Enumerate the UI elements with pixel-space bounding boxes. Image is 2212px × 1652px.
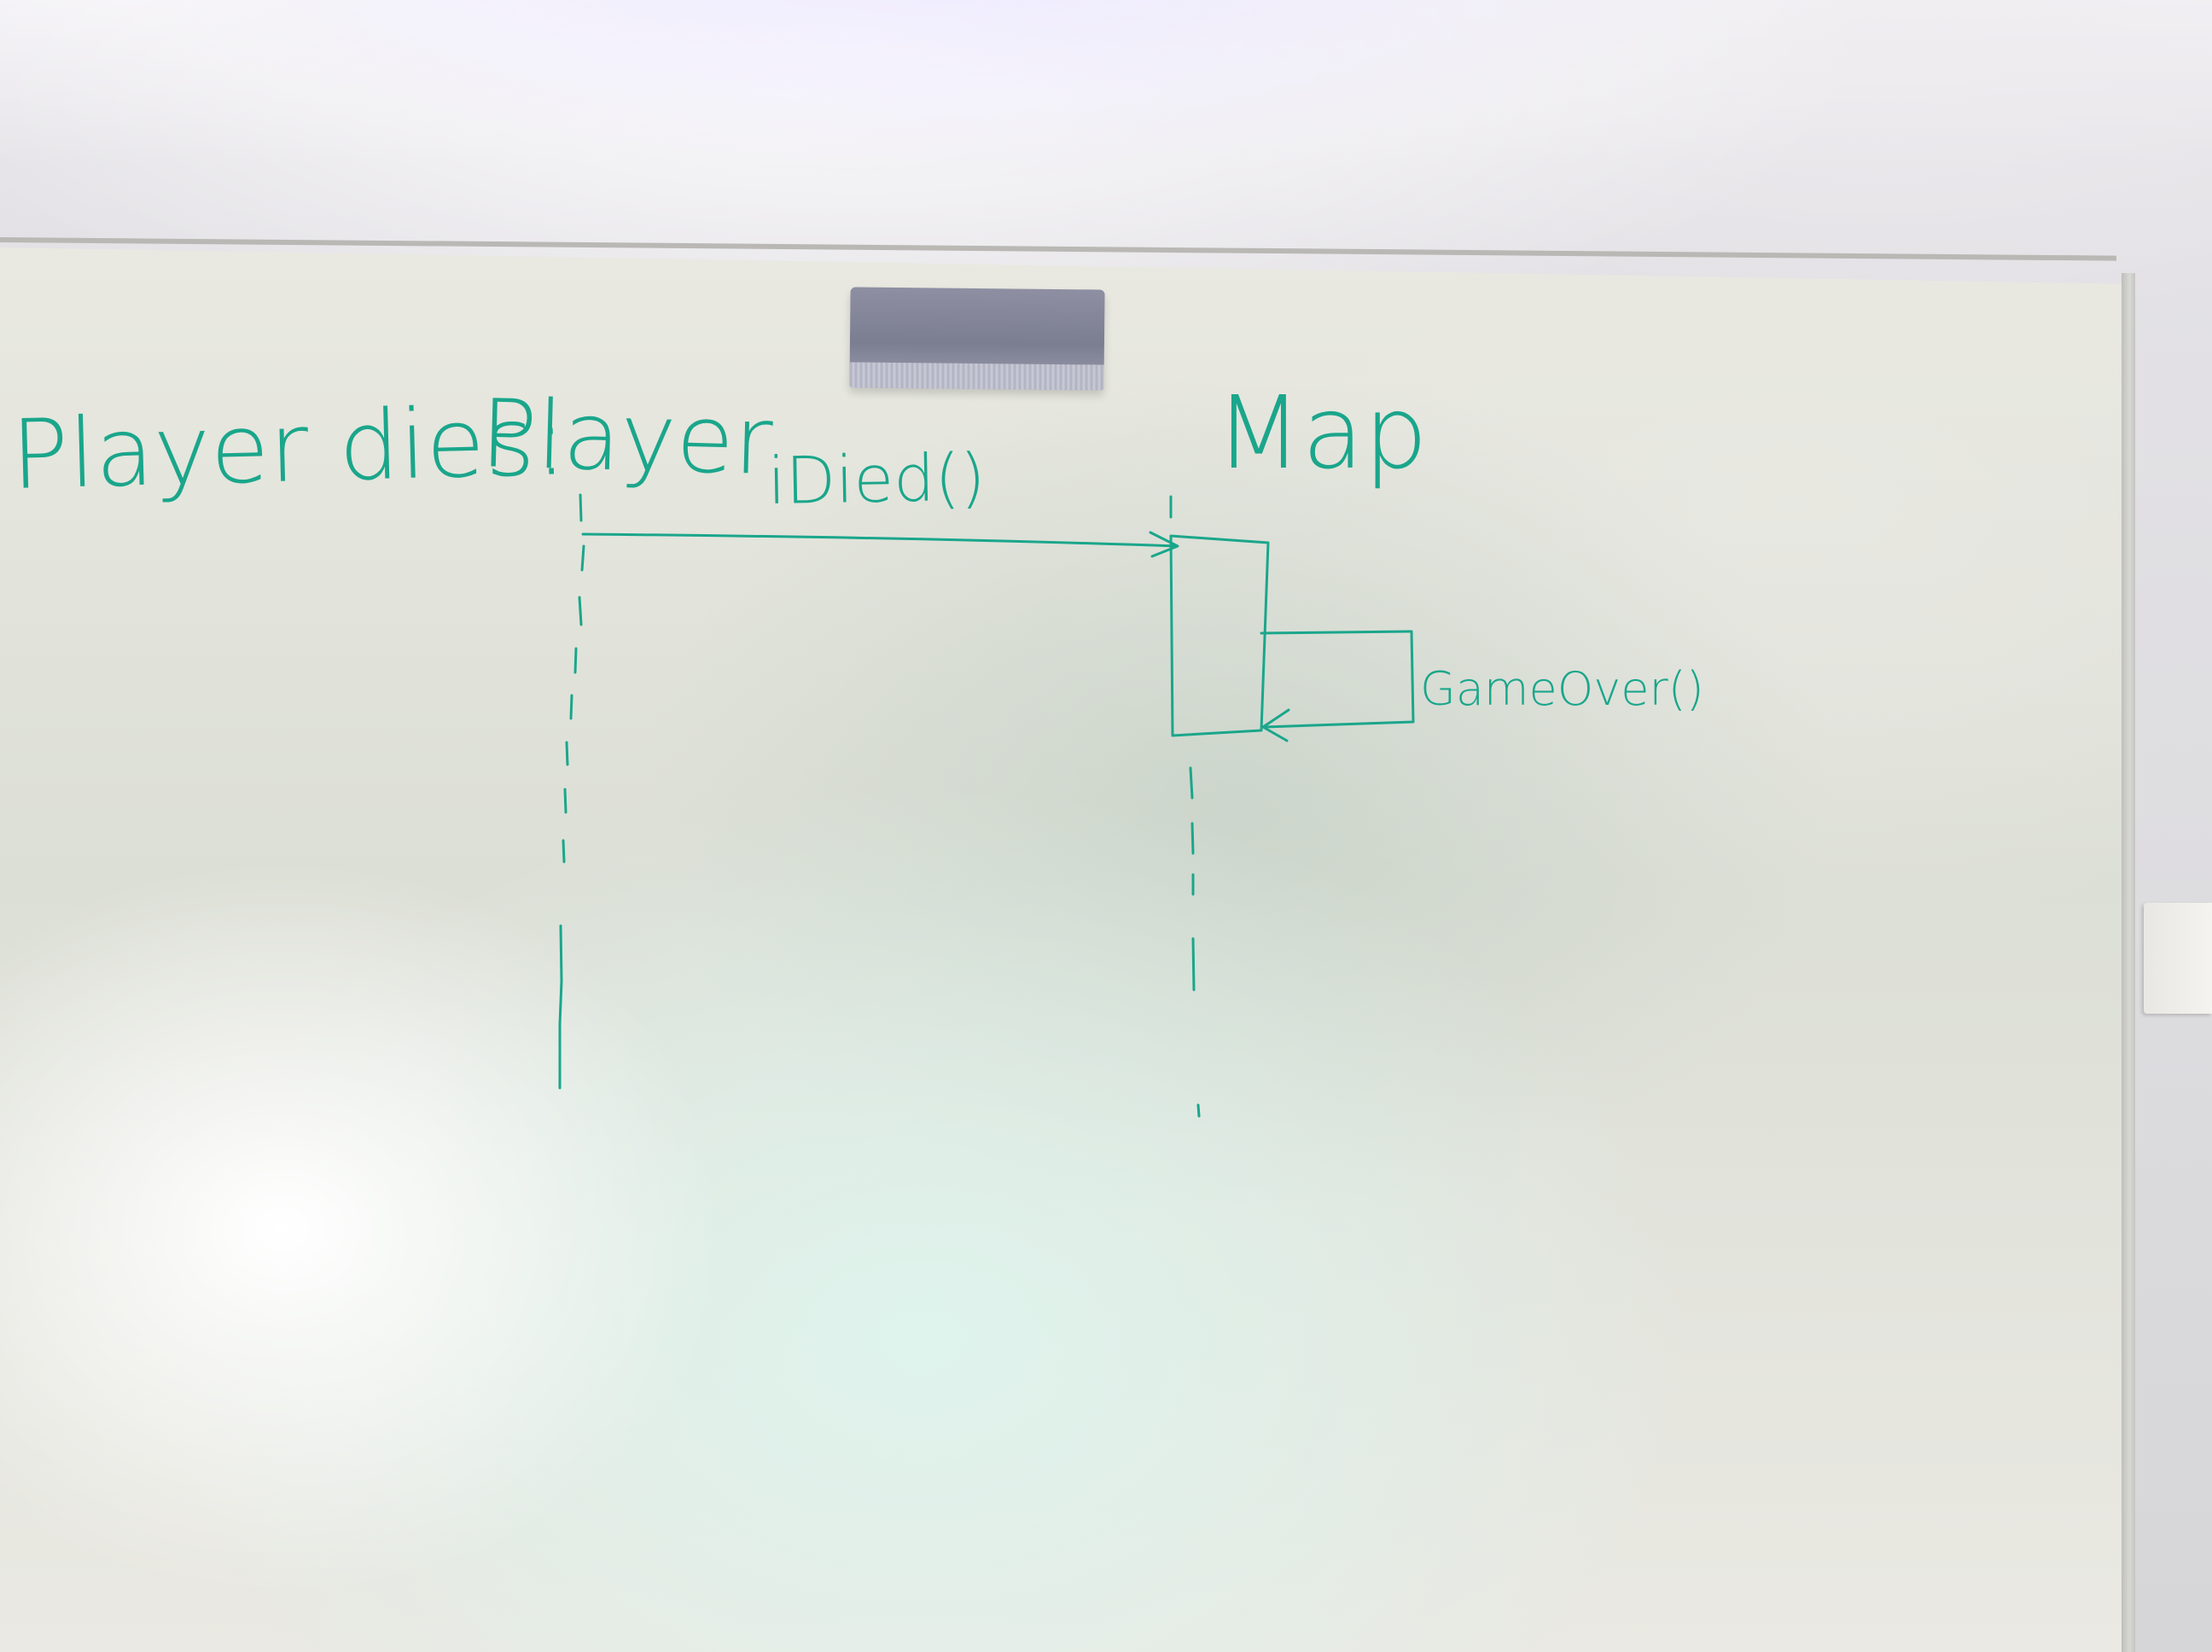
wall-light-switch <box>2144 903 2212 1014</box>
message-label-gameover: GameOver() <box>1420 662 1704 716</box>
lifeline-label-player: Player <box>479 379 774 496</box>
wall-lighting <box>0 0 2212 273</box>
message-label-idied: iDied() <box>767 439 987 519</box>
gameover-self-call <box>1260 630 1415 729</box>
map-activation-box <box>1169 534 1270 737</box>
map-lifeline <box>1169 495 1201 1118</box>
gameover-arrowhead <box>1261 708 1290 742</box>
whiteboard-frame-edge <box>2122 273 2135 1652</box>
idied-message-arrow <box>581 532 1178 548</box>
whiteboard-surface <box>0 247 2133 1652</box>
player-lifeline <box>558 493 585 1090</box>
idied-arrowhead <box>1149 531 1179 558</box>
diagram-title: Player dies: <box>9 386 568 511</box>
lifeline-label-map: Map <box>1215 374 1428 492</box>
